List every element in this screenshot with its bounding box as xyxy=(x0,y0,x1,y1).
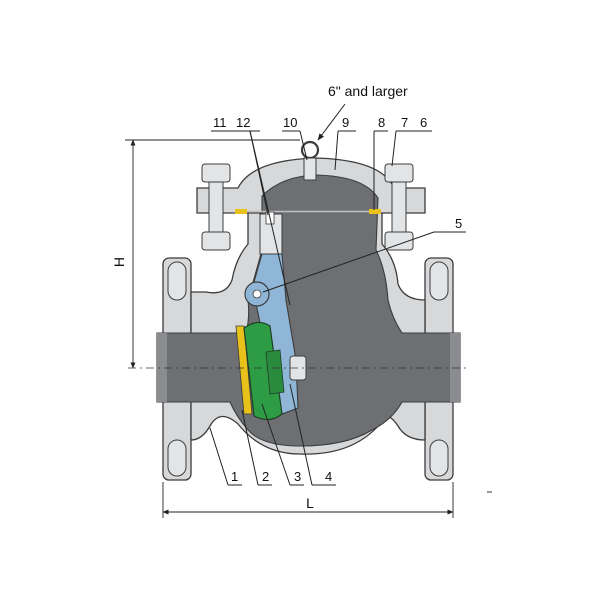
callout-10: 10 xyxy=(283,115,297,130)
body-cavity xyxy=(156,174,461,447)
seat-ring xyxy=(235,325,253,415)
flange-bolt-left-top xyxy=(167,261,187,301)
hinge-assembly xyxy=(244,211,299,415)
callouts: 6" and larger 11 12 10 9 8 7 6 5 1 2 3 xyxy=(209,83,466,486)
flange-bolts xyxy=(167,261,449,477)
flange-bolt-left-bottom xyxy=(167,439,187,477)
callout-1: 1 xyxy=(231,469,238,484)
nut-left-top xyxy=(201,163,231,183)
eye-bolt xyxy=(300,140,320,181)
gasket-left xyxy=(235,209,247,214)
dimension-l: L xyxy=(162,482,454,518)
callout-3: 3 xyxy=(294,469,301,484)
dimension-h: H xyxy=(111,139,300,369)
callout-2: 2 xyxy=(262,469,269,484)
dimension-h-label: H xyxy=(111,257,127,267)
dimension-l-label: L xyxy=(306,495,314,511)
flange-bolt-right-bottom xyxy=(429,439,449,477)
callout-6: 6 xyxy=(420,115,427,130)
pipe-bore-left xyxy=(157,333,167,402)
callout-7: 7 xyxy=(401,115,408,130)
callout-8: 8 xyxy=(378,115,385,130)
valve-body xyxy=(156,157,461,481)
callout-9: 9 xyxy=(342,115,349,130)
pipe-bore-right xyxy=(450,333,460,402)
disc-assembly xyxy=(235,321,307,421)
callout-4: 4 xyxy=(325,469,332,484)
callout-12: 12 xyxy=(236,115,250,130)
gasket-right xyxy=(369,209,381,214)
callout-11: 11 xyxy=(213,115,227,130)
nut-right-top xyxy=(384,163,414,183)
disc xyxy=(243,321,283,421)
nut-left-bottom xyxy=(201,231,231,251)
hinge-pin-center xyxy=(252,289,262,299)
callout-5: 5 xyxy=(455,216,462,231)
flange-bolt-right-top xyxy=(429,261,449,301)
disc-hub xyxy=(265,349,285,395)
nut-right-bottom xyxy=(384,231,414,251)
eye-bolt-shank xyxy=(303,157,317,181)
note-6in-larger: 6" and larger xyxy=(328,83,408,99)
bonnet-studs xyxy=(201,163,414,251)
